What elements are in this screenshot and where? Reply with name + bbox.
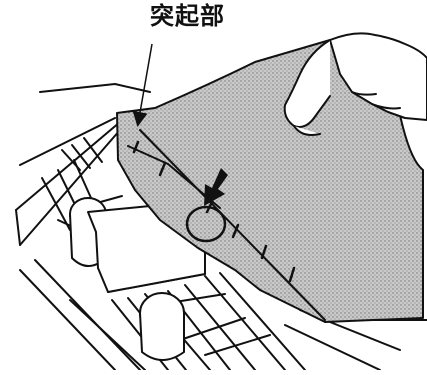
hand-illustration [283,32,427,136]
highlight-circle [185,205,227,243]
callout-label: 突起部 [150,2,225,30]
roller-lower [139,292,185,361]
callout-leader-line [132,43,153,127]
down-arrow-icon [204,168,228,206]
